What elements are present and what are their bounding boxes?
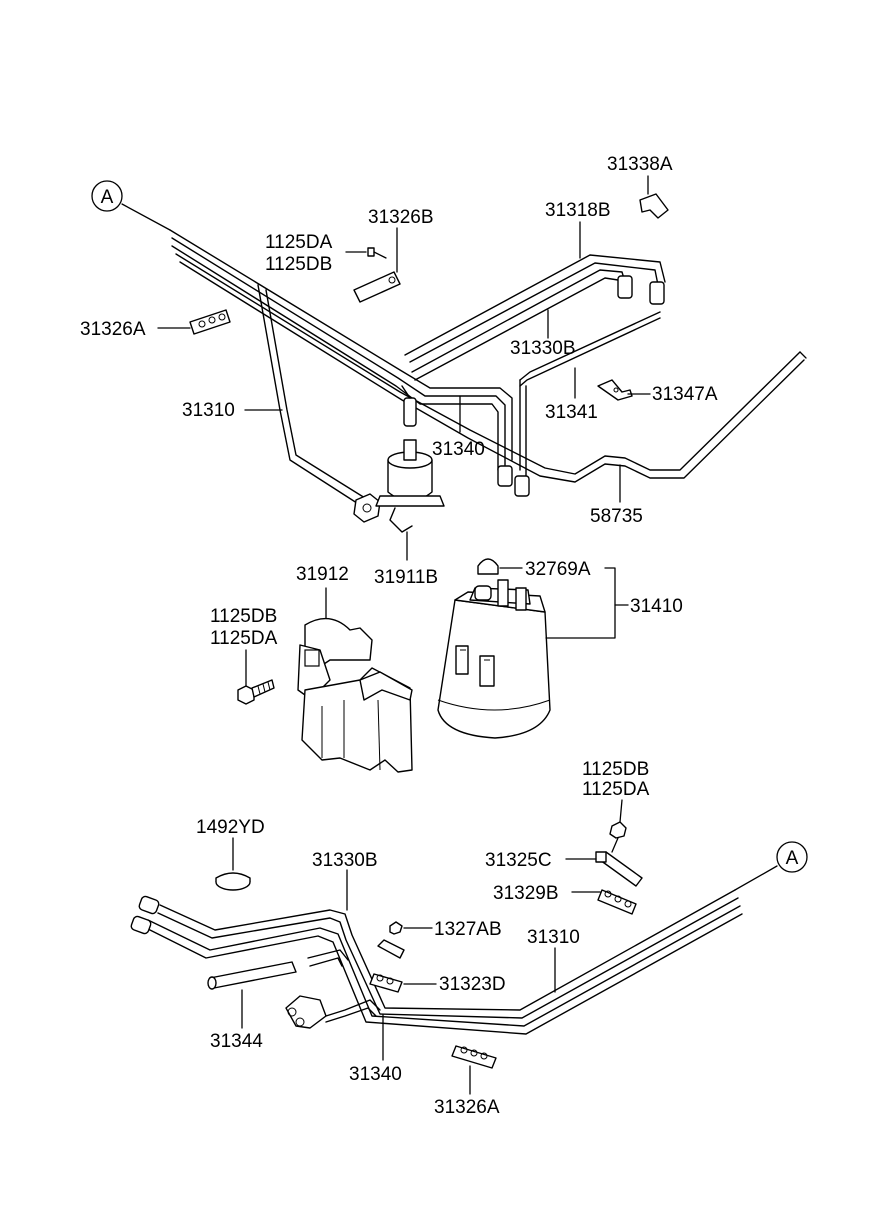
label-32769A: 32769A	[525, 559, 591, 580]
return-lines-upper	[404, 254, 666, 381]
clip-31326A-bottom	[451, 1045, 497, 1095]
label-31330B-bottom: 31330B	[312, 850, 378, 871]
bolt-right	[609, 799, 627, 853]
fuel-connector-31340	[285, 995, 384, 1061]
label-31344: 31344	[210, 1031, 263, 1052]
clip-31347A	[597, 379, 651, 401]
label-1327AB: 1327AB	[434, 919, 502, 940]
label-1125DA-mid: 1125DA	[210, 628, 278, 649]
label-31325C: 31325C	[485, 850, 552, 871]
clip-31325C	[565, 851, 643, 887]
fuel-line-bundle-top	[169, 229, 807, 483]
label-31330B-top: 31330B	[510, 338, 576, 359]
label-58735: 58735	[590, 506, 643, 527]
clip-1327AB	[377, 921, 433, 959]
label-1492YD: 1492YD	[196, 817, 265, 838]
leader-lines-bottom	[346, 869, 556, 993]
label-31310-bottom: 31310	[527, 927, 580, 948]
reference-marker-a-top-label: A	[101, 187, 114, 208]
vapor-line-31341	[497, 311, 661, 497]
clip-31338A	[639, 175, 669, 219]
reference-marker-a-bottom: A	[734, 841, 808, 891]
label-1125DB-mid: 1125DB	[210, 606, 277, 627]
label-31329B: 31329B	[493, 883, 559, 904]
reference-marker-a-bottom-label: A	[786, 848, 799, 869]
hose-31344	[207, 961, 297, 1029]
label-31347A: 31347A	[652, 384, 718, 405]
charcoal-canister-31410	[437, 558, 551, 739]
label-31911B: 31911B	[374, 567, 438, 588]
label-31318B: 31318B	[545, 200, 611, 221]
label-31326A-bottom: 31326A	[434, 1097, 500, 1118]
bolt-icon	[367, 247, 387, 259]
fuel-filter	[375, 385, 445, 561]
label-31326B: 31326B	[368, 207, 434, 228]
bolt-mid	[237, 649, 275, 705]
clip-31323D	[369, 973, 437, 993]
clip-31329B	[571, 889, 637, 915]
reference-marker-a-top: A	[91, 180, 171, 231]
label-31340-bottom: 31340	[349, 1064, 402, 1085]
leader-lines-mid	[499, 567, 629, 639]
label-31341: 31341	[545, 402, 598, 423]
label-31323D: 31323D	[439, 974, 506, 995]
label-1125DA-right: 1125DA	[582, 779, 650, 800]
label-31326A-top: 31326A	[80, 319, 146, 340]
label-1125DB-top: 1125DB	[265, 254, 332, 275]
canister-bracket-31912	[297, 587, 413, 773]
label-31310-top: 31310	[182, 400, 235, 421]
label-31410: 31410	[630, 596, 683, 617]
leader-lines-top	[244, 221, 621, 503]
clip-31326A-top	[157, 309, 231, 335]
fuel-line-bundle-bottom	[130, 889, 743, 1035]
fuel-line-31310-top	[257, 284, 381, 523]
label-1125DA-top: 1125DA	[265, 232, 333, 253]
label-1125DB-right: 1125DB	[582, 759, 649, 780]
clip-31326B-top	[345, 227, 401, 303]
label-31912: 31912	[296, 564, 349, 585]
label-31340-top: 31340	[432, 439, 485, 460]
plug-1492YD	[215, 837, 251, 891]
label-31338A: 31338A	[607, 154, 673, 175]
